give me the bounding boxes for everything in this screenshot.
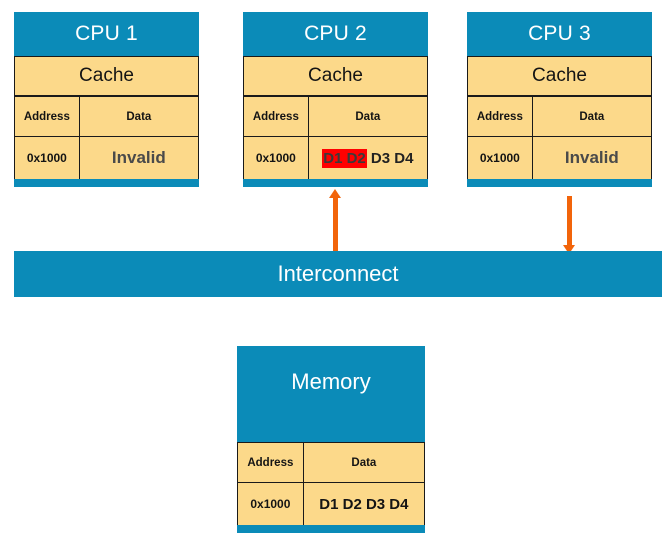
table-row: 0x1000 Invalid (14, 136, 200, 180)
cpu-3-address-value: 0x1000 (467, 136, 533, 180)
memory-title: Memory (237, 346, 425, 442)
cpu-2-title: CPU 2 (243, 12, 428, 56)
cpu-3-col-address: Address (467, 96, 533, 137)
cpu-2-footer-strip (243, 179, 428, 187)
cpu-2-address-value: 0x1000 (243, 136, 309, 180)
memory-data-text: D1 D2 D3 D4 (319, 495, 409, 513)
memory-col-data: Data (302, 442, 426, 483)
table-row: 0x1000 Invalid (467, 136, 653, 180)
cpu-block-3: CPU 3 Cache Address Data 0x1000 Invalid (467, 12, 653, 187)
cpu-3-state-text: Invalid (564, 148, 619, 167)
cpu-1-state-text: Invalid (111, 148, 166, 167)
connector-line-cpu2 (333, 196, 338, 252)
memory-table: Address Data 0x1000 D1 D2 D3 D4 (237, 442, 426, 526)
cpu-1-col-address: Address (14, 96, 80, 137)
cpu-3-footer-strip (467, 179, 652, 187)
arrow-down-icon-cpu3 (563, 245, 575, 254)
memory-data-value: D1 D2 D3 D4 (302, 482, 426, 526)
table-header-row: Address Data (14, 96, 200, 137)
cpu-1-cache-label: Cache (14, 56, 199, 96)
memory-col-address: Address (237, 442, 304, 483)
arrow-up-icon-cpu2 (329, 189, 341, 198)
cpu-2-data-plain: D3 D4 (366, 149, 414, 167)
table-header-row: Address Data (467, 96, 653, 137)
cpu-3-data-value: Invalid (531, 136, 653, 180)
interconnect-label: Interconnect (277, 261, 399, 286)
cpu-3-col-data: Data (531, 96, 653, 137)
cpu-3-cache-table: Address Data 0x1000 Invalid (467, 96, 653, 180)
table-row: 0x1000 D1 D2 D3 D4 (243, 136, 429, 180)
cpu-1-address-value: 0x1000 (14, 136, 80, 180)
cpu-2-cache-table: Address Data 0x1000 D1 D2 D3 D4 (243, 96, 429, 180)
cpu-block-1: CPU 1 Cache Address Data 0x1000 Invalid (14, 12, 200, 187)
memory-address-value: 0x1000 (237, 482, 304, 526)
cpu-1-cache-table: Address Data 0x1000 Invalid (14, 96, 200, 180)
cpu-2-data-highlight: D1 D2 (322, 148, 367, 168)
table-header-row: Address Data (243, 96, 429, 137)
connector-line-cpu3 (567, 196, 572, 249)
cpu-1-footer-strip (14, 179, 199, 187)
cpu-3-cache-label: Cache (467, 56, 652, 96)
cpu-2-data-value: D1 D2 D3 D4 (307, 136, 429, 180)
table-header-row: Address Data (237, 442, 426, 483)
cpu-1-title: CPU 1 (14, 12, 199, 56)
cpu-2-cache-label: Cache (243, 56, 428, 96)
cpu-2-col-address: Address (243, 96, 309, 137)
cpu-1-col-data: Data (78, 96, 200, 137)
cpu-2-data-line: D1 D2 D3 D4 (322, 148, 414, 168)
interconnect-bar: Interconnect (14, 251, 662, 297)
cpu-1-data-value: Invalid (78, 136, 200, 180)
cpu-3-title: CPU 3 (467, 12, 652, 56)
cpu-2-col-data: Data (307, 96, 429, 137)
table-row: 0x1000 D1 D2 D3 D4 (237, 482, 426, 526)
memory-block: Memory Address Data 0x1000 D1 D2 D3 D4 (237, 346, 426, 533)
memory-footer-strip (237, 525, 425, 533)
cpu-block-2: CPU 2 Cache Address Data 0x1000 D1 D2 D3… (243, 12, 429, 187)
